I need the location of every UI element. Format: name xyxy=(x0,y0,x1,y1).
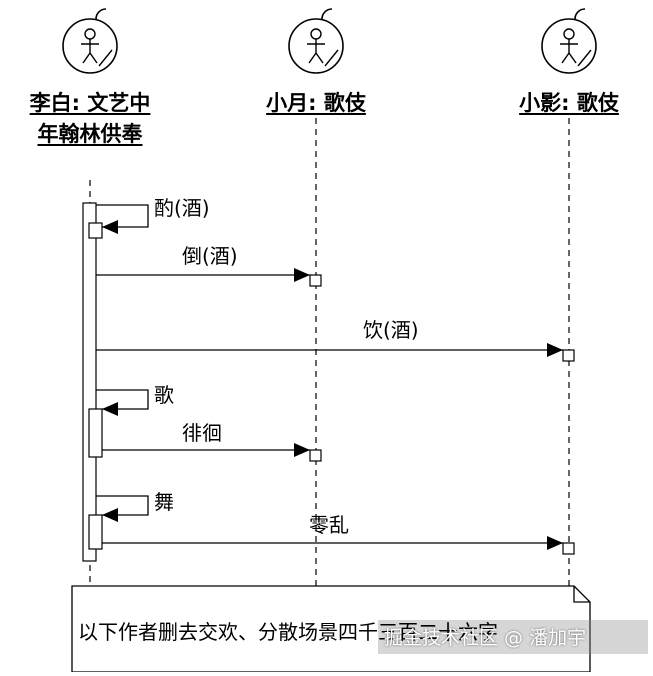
stick-figure-actor-icon xyxy=(541,8,597,74)
actor-label-xiaoyue: 小月: 歌伎 xyxy=(266,91,366,115)
message-paihuai xyxy=(102,443,322,462)
activation-bar-xiaoying xyxy=(562,349,575,362)
message-self-wu xyxy=(88,495,149,550)
message-label-paihuai: 徘徊 xyxy=(182,421,222,445)
message-lingluan xyxy=(102,536,575,555)
stick-figure-actor-icon xyxy=(288,8,344,74)
message-self-zhuo xyxy=(88,204,149,239)
message-self-ge xyxy=(88,389,149,458)
note-box xyxy=(71,585,591,673)
message-label-lingluan: 零乱 xyxy=(309,513,349,537)
activation-bar-nested xyxy=(88,222,103,239)
activation-bar-nested xyxy=(88,408,103,458)
watermark-text: 掘金技术社区 @ 潘加宇 xyxy=(384,627,587,649)
stick-figure-actor-icon xyxy=(62,8,118,74)
activation-bar-libai xyxy=(82,202,97,562)
message-label-yin: 饮(酒) xyxy=(363,318,419,342)
activation-bar-xiaoyue xyxy=(309,274,322,287)
note-text: 以下作者删去交欢、分散场景四千三百二十六字 xyxy=(78,620,498,644)
actor-label-xiaoying: 小影: 歌伎 xyxy=(519,91,619,115)
message-yin xyxy=(96,343,575,362)
activation-bar-nested xyxy=(88,514,103,550)
message-label-ge: 歌 xyxy=(154,383,174,407)
message-label-zhuo: 酌(酒) xyxy=(154,196,210,220)
message-label-wu: 舞 xyxy=(154,490,174,514)
message-label-dao: 倒(酒) xyxy=(182,244,238,268)
actor-label-libai: 李白: 文艺中年翰林供奉 xyxy=(29,91,151,146)
activation-bar-xiaoying xyxy=(562,542,575,555)
activation-bar-xiaoyue xyxy=(309,449,322,462)
message-dao xyxy=(96,268,322,287)
watermark-backdrop xyxy=(378,620,648,654)
